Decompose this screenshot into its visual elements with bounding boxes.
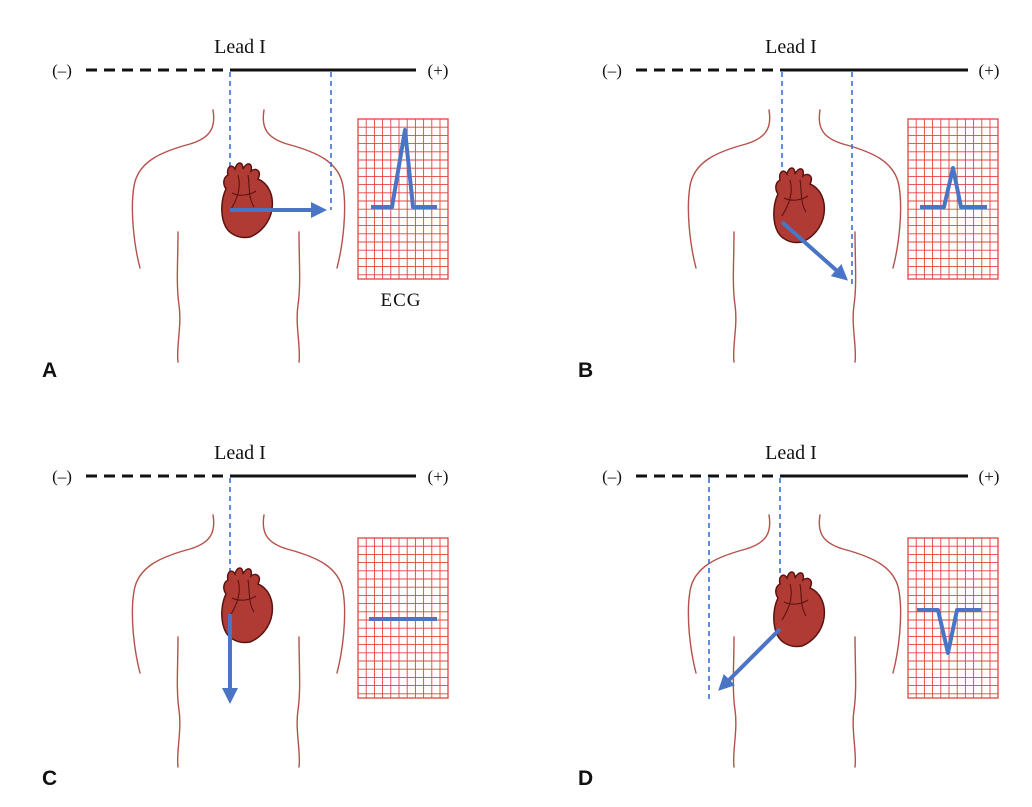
torso-outline xyxy=(687,109,902,363)
lead-label: Lead I xyxy=(214,36,266,58)
negative-pole-label: (–) xyxy=(52,61,72,80)
ecg-grid-border xyxy=(907,537,999,699)
ecg-caption: ECG xyxy=(381,290,422,311)
positive-pole-label: (+) xyxy=(428,61,449,80)
heart-icon xyxy=(773,167,826,244)
negative-pole-label: (–) xyxy=(602,467,622,486)
ecg-waveform xyxy=(917,608,981,655)
panel-a: Lead I (–) (+) ECG A xyxy=(42,36,449,382)
torso-outline xyxy=(687,514,902,768)
ecg-strip xyxy=(907,537,999,699)
ecg-waveform xyxy=(371,128,437,209)
panel-letter: A xyxy=(42,359,57,382)
ecg-grid xyxy=(907,118,999,280)
lead-label: Lead I xyxy=(214,442,266,464)
heart-icon xyxy=(773,571,826,648)
torso-outline xyxy=(131,514,346,768)
torso-outline xyxy=(131,109,346,363)
panel-letter: B xyxy=(578,359,593,382)
panel-letter: C xyxy=(42,767,57,790)
lead-label: Lead I xyxy=(765,442,817,464)
projection-lines xyxy=(708,478,781,700)
positive-pole-label: (+) xyxy=(979,467,1000,486)
projection-lines xyxy=(781,72,853,288)
panel-c: Lead I (–) (+) C xyxy=(42,442,449,790)
ecg-strip xyxy=(907,118,999,280)
electrical-vector-arrow xyxy=(780,220,848,281)
ecg-waveform xyxy=(920,166,987,209)
heart-icon xyxy=(221,567,274,644)
positive-pole-label: (+) xyxy=(979,61,1000,80)
ecg-strip xyxy=(357,118,449,280)
panel-b: Lead I (–) (+) B xyxy=(578,36,999,382)
ecg-strip xyxy=(357,537,449,699)
negative-pole-label: (–) xyxy=(602,61,622,80)
positive-pole-label: (+) xyxy=(428,467,449,486)
projection-lines xyxy=(229,72,332,210)
lead-label: Lead I xyxy=(765,36,817,58)
negative-pole-label: (–) xyxy=(52,467,72,486)
heart-icon xyxy=(221,162,274,239)
electrical-vector-arrow xyxy=(718,627,782,691)
ecg-grid-border xyxy=(907,118,999,280)
panel-d: Lead I (–) (+) D xyxy=(578,442,999,790)
panel-letter: D xyxy=(578,767,593,790)
ecg-grid xyxy=(907,537,999,699)
